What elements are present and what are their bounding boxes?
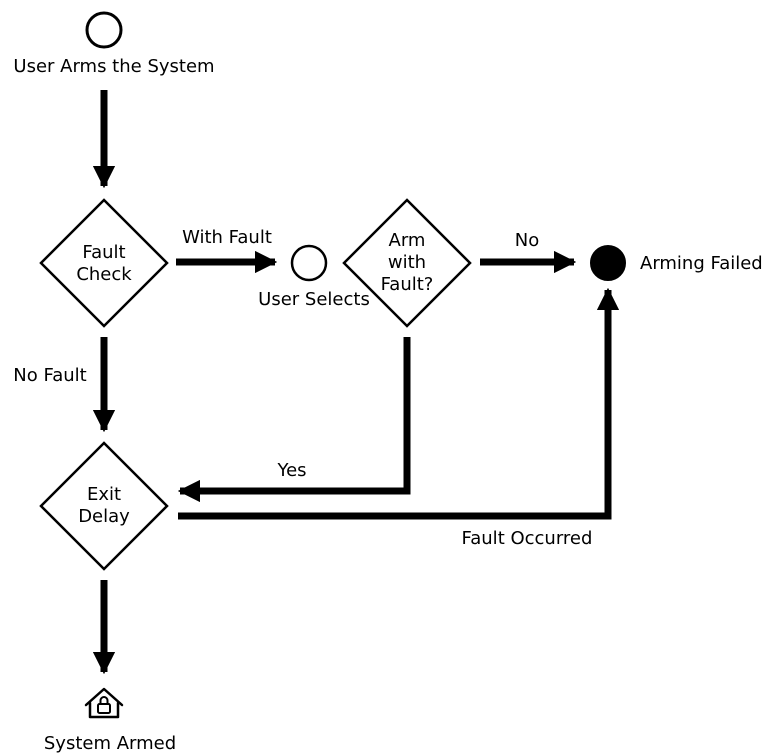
home-lock-icon [84,687,124,719]
arming-failed-label: Arming Failed [640,253,763,274]
fault-check-label-line1: Fault [82,242,125,263]
edge-label-yes: Yes [276,460,306,481]
edge-label-fault-occurred: Fault Occurred [462,528,593,549]
arming-failed-node [590,245,626,281]
edge-yes [177,337,411,503]
edge-label-with-fault: With Fault [182,227,272,248]
exit-delay-label-line2: Delay [78,506,130,527]
edge-label-no-fault: No Fault [13,365,86,386]
start-label: User Arms the System [13,56,214,77]
exit-delay-label-line1: Exit [87,484,121,505]
arm-with-fault-decision [342,198,472,328]
user-selects-node [290,244,328,282]
user-selects-label: User Selects [258,289,370,310]
arm-with-fault-label-line1: Arm [389,230,426,251]
edge-label-no: No [515,230,539,251]
system-armed-label: System Armed [44,733,176,754]
fault-check-decision [39,198,169,328]
edge-fault-occurred [178,287,620,520]
start-node [85,11,123,49]
arm-with-fault-label-line2: with [388,252,426,273]
exit-delay-decision [39,441,169,571]
fault-check-label-line2: Check [76,264,132,285]
arm-with-fault-label-line3: Fault? [381,274,434,295]
